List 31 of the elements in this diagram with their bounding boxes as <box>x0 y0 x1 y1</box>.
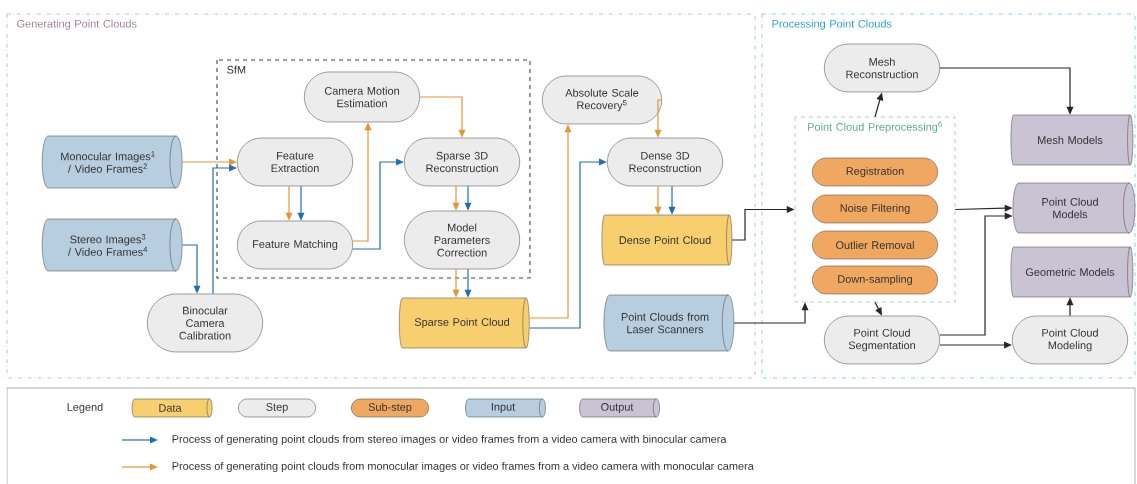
process-step: Point Cloud Modeling <box>1012 315 1128 365</box>
data-cylinder: Sparse Point Cloud <box>399 297 530 349</box>
input-cylinder: Stereo Images$^{3}$ / Video Frames$^{4}$ <box>41 218 183 272</box>
process-step: Dense 3D Reconstruction <box>607 137 723 187</box>
process-step: Mesh Reconstruction <box>824 43 940 93</box>
legend-text: Process of generating point clouds from monocular images or video frames from a video camera with monocular camera <box>172 461 754 473</box>
sub-step: Outlier Removal <box>812 230 938 260</box>
arrow <box>352 158 404 250</box>
process-step: Feature Matching <box>237 220 353 270</box>
process-step: Camera Motion Estimation <box>304 71 420 123</box>
legend-heading: Legend <box>67 402 103 414</box>
arrow <box>212 164 237 295</box>
process-step: Point Cloud Segmentation <box>824 315 940 365</box>
output-cylinder: Point Cloud Models <box>1012 182 1136 234</box>
process-step: Sparse 3D Reconstruction <box>404 137 520 187</box>
legend-text: Process of generating point clouds from stereo images or video frames from a video camera with binocular camera <box>172 434 727 446</box>
output-cylinder: Mesh Models <box>1010 114 1134 166</box>
sub-step: Registration <box>812 157 938 187</box>
output-cylinder: Geometric Models <box>1010 246 1134 298</box>
sub-step: Down-sampling <box>812 265 938 295</box>
sub-step: Noise Filtering <box>812 194 938 224</box>
arrow <box>181 158 237 166</box>
data-cylinder: Dense Point Cloud <box>601 214 733 266</box>
input-cylinder: Monocular Images$^{1}$ / Video Frames$^{2}$ <box>41 135 183 189</box>
process-step: Absolute Scale Recovery$^{5}$ <box>542 75 662 125</box>
input-cylinder: Point Clouds from Laser Scanners <box>603 294 735 352</box>
process-step: Feature Extraction <box>237 137 353 187</box>
arrow <box>939 341 1012 349</box>
process-step: Binocular Camera Calibration <box>147 293 263 353</box>
arrow <box>528 158 607 329</box>
process-step: Model Parameters Correction <box>404 210 520 270</box>
